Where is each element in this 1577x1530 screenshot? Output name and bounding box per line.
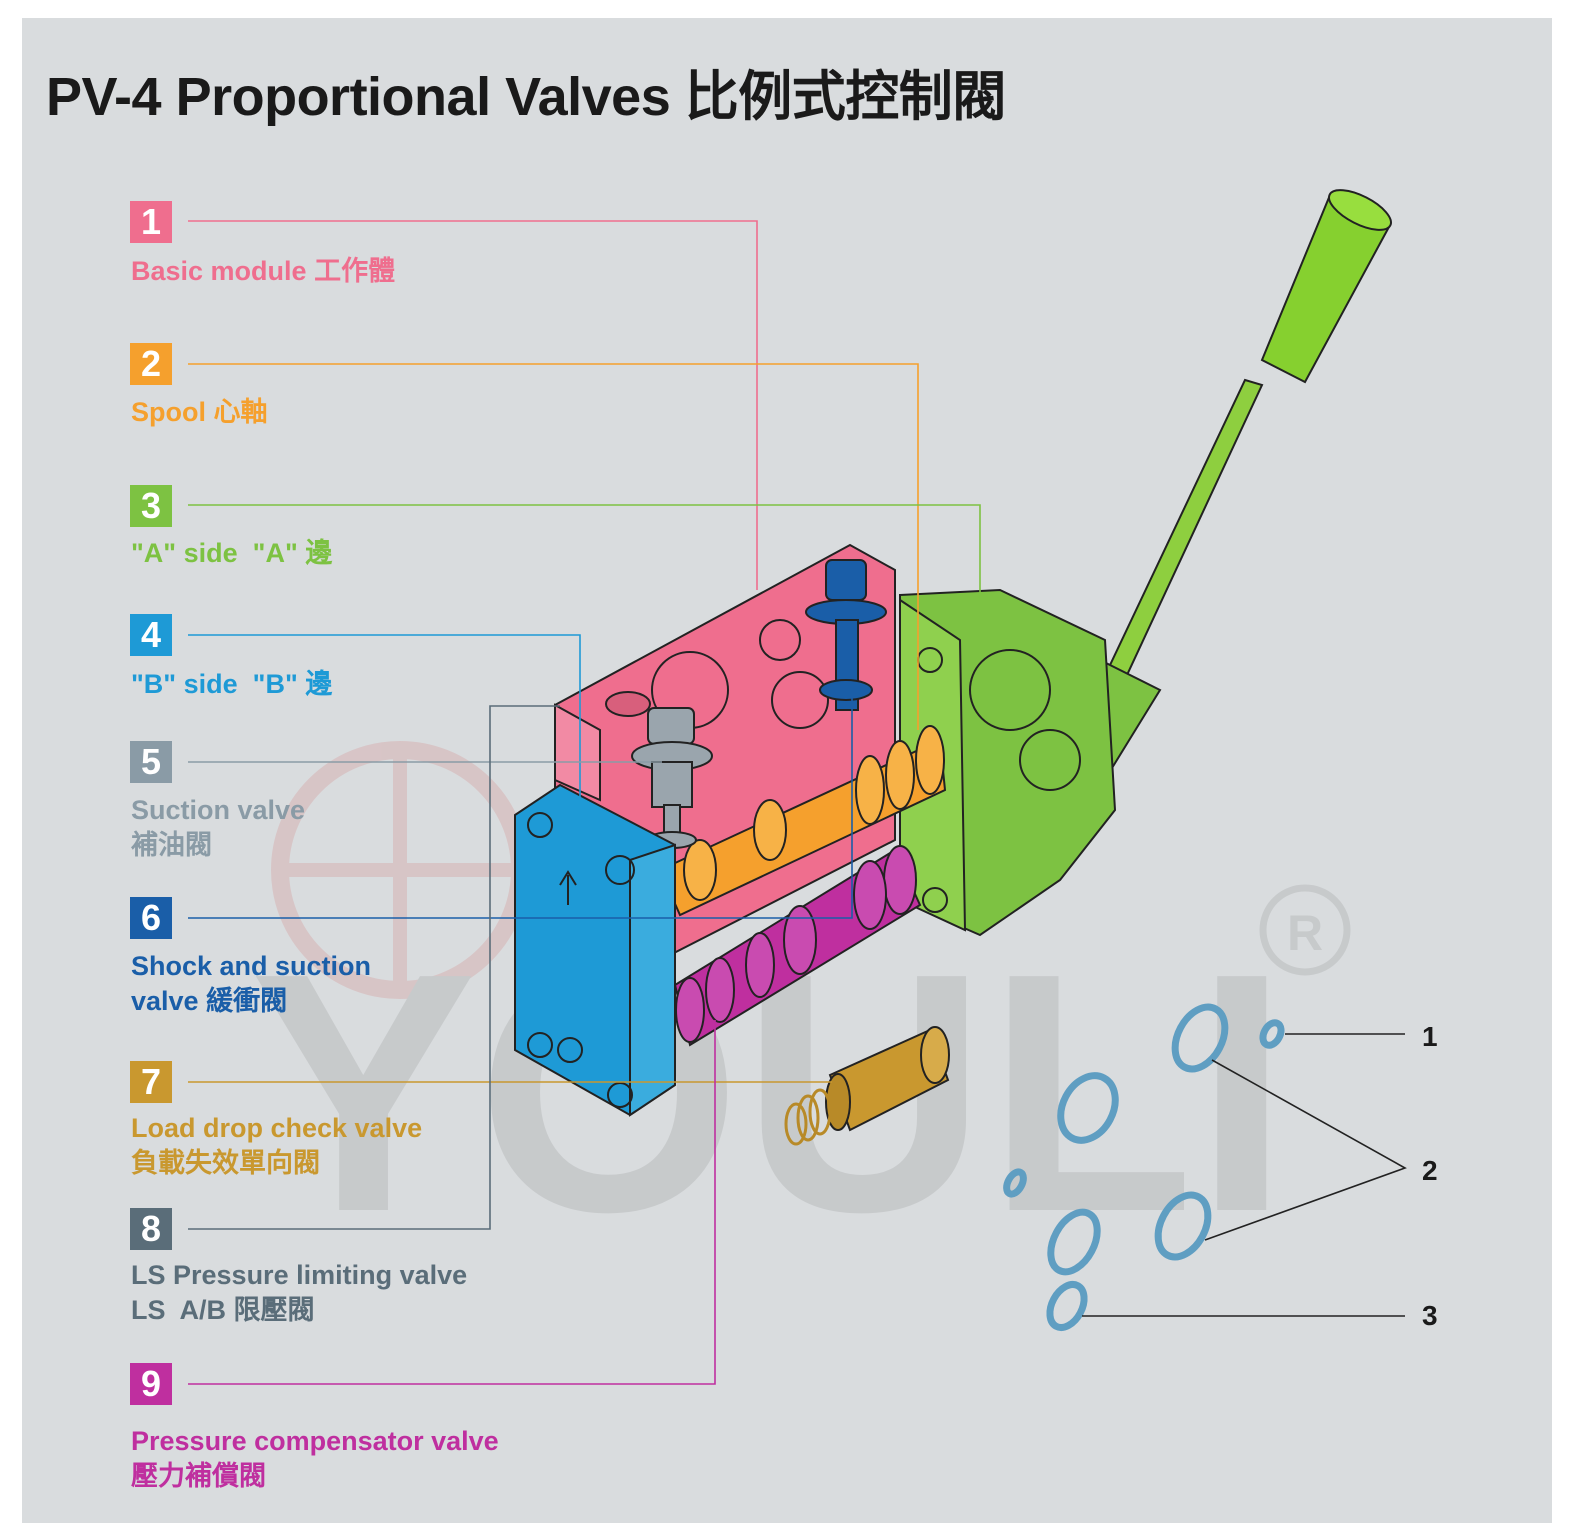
callout-badge-3: 3 — [130, 485, 172, 527]
callout-leaders — [188, 220, 1407, 1385]
label-zh: 壓力補償閥 — [131, 1461, 266, 1491]
label-en-line2: valve — [131, 986, 199, 1016]
callout-label-spool: Spool 心軸 — [131, 395, 268, 430]
o-ring-seals — [1003, 1003, 1285, 1331]
callout-label-b-side: "B" side "B" 邊 — [131, 667, 332, 702]
label-en: Load drop check valve — [131, 1113, 423, 1143]
label-en: "A" side — [131, 538, 238, 568]
callout-badge-7: 7 — [130, 1061, 172, 1103]
label-en: "B" side — [131, 669, 238, 699]
label-en: Pressure compensator valve — [131, 1426, 499, 1456]
callout-badge-2: 2 — [130, 343, 172, 385]
page-title: PV-4 Proportional Valves 比例式控制閥 — [46, 67, 1006, 127]
label-zh: 緩衝閥 — [206, 986, 288, 1016]
pressure-compensator — [673, 845, 922, 1047]
callout-badge-1: 1 — [130, 201, 172, 243]
label-en: Spool — [131, 397, 206, 427]
b-side-cover — [514, 783, 676, 1117]
callout-label-ls-pressure-limiting-valve: LS Pressure limiting valve LS A/B 限壓閥 — [131, 1258, 467, 1328]
label-en-line1: Shock and suction — [131, 951, 372, 981]
label-zh: "A" 邊 — [252, 538, 333, 568]
label-zh: "B" 邊 — [252, 669, 333, 699]
label-zh: LS A/B 限壓閥 — [131, 1295, 315, 1325]
seal-callout-2: 2 — [1422, 1155, 1438, 1186]
label-en: Basic module — [131, 256, 307, 286]
callout-label-basic-module: Basic module 工作體 — [131, 254, 395, 289]
load-drop-check-valve — [784, 1026, 950, 1146]
a-side-body — [899, 588, 1117, 937]
callout-label-pressure-compensator-valve: Pressure compensator valve 壓力補償閥 — [131, 1424, 499, 1494]
callout-label-load-drop-check-valve: Load drop check valve 負載失效單向閥 — [131, 1111, 422, 1181]
callout-badge-6: 6 — [130, 897, 172, 939]
label-zh: 工作體 — [314, 256, 396, 286]
spool — [658, 725, 947, 917]
callout-badge-9: 9 — [130, 1363, 172, 1405]
callout-label-suction-valve: Suction valve 補油閥 — [131, 793, 305, 863]
shock-suction-valve — [805, 559, 887, 711]
label-en: Suction valve — [131, 795, 306, 825]
seal-callout-1: 1 — [1422, 1021, 1438, 1052]
suction-valve — [631, 707, 713, 849]
callout-badge-8: 8 — [130, 1208, 172, 1250]
label-zh: 心軸 — [213, 397, 268, 427]
callout-badge-4: 4 — [130, 614, 172, 656]
callout-label-shock-suction-valve: Shock and suction valve 緩衝閥 — [131, 949, 371, 1019]
label-zh: 補油閥 — [131, 830, 212, 860]
seal-callout-3: 3 — [1422, 1300, 1438, 1331]
callout-badge-5: 5 — [130, 741, 172, 783]
label-en: LS Pressure limiting valve — [131, 1260, 468, 1290]
callout-label-a-side: "A" side "A" 邊 — [131, 536, 332, 571]
svg-text:R: R — [1287, 905, 1323, 961]
label-zh: 負載失效單向閥 — [131, 1148, 320, 1178]
